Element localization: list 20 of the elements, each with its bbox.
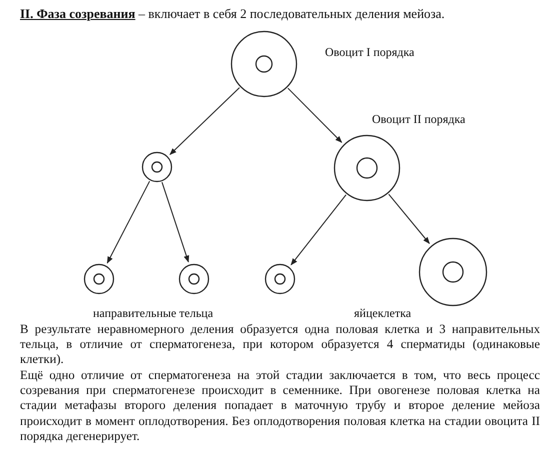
- label-text: направительные тельца: [93, 306, 214, 321]
- arrow: [290, 194, 346, 266]
- paragraph: В результате неравномерного деления образуется одна половая клетка и 3 направительных тельца, в отличие от сперматогенеза, при котором образуется 4 сперматиды (одинаковые клетки).: [20, 322, 540, 368]
- arrow: [162, 182, 190, 263]
- cell-circle: [264, 263, 296, 295]
- arrow: [170, 87, 240, 155]
- node-caption: Овоцит I порядка: [325, 45, 414, 60]
- arrow: [287, 88, 342, 143]
- node-caption: Овоцит II порядка: [372, 112, 466, 127]
- cell-circle: [333, 134, 401, 202]
- cell-circle: [178, 263, 210, 295]
- cell-circle: [230, 30, 298, 98]
- cell-circle: [418, 237, 488, 307]
- cell-circle: [83, 263, 115, 295]
- arrow: [388, 194, 430, 244]
- arrow: [106, 180, 150, 264]
- cell-circle: [141, 151, 173, 183]
- heading-text: II. Фаза созревания – включает в себя 2 последовательных деления мейоза.: [20, 6, 445, 21]
- paragraph: Ещё одно отличие от сперматогенеза на этой стадии заключается в том, что весь процесс созревания при сперматогенезе происходит в семеннике. При овогенезе половая клетка на стадии метафазы второго деления попадает в маточную трубу и второе деление мейоза происходит в момент оплодотворения. Без оплодотворения половая клетка на стадии овоцита II порядка дегенерирует.: [20, 368, 540, 444]
- node-caption: яйцеклетка: [354, 306, 412, 321]
